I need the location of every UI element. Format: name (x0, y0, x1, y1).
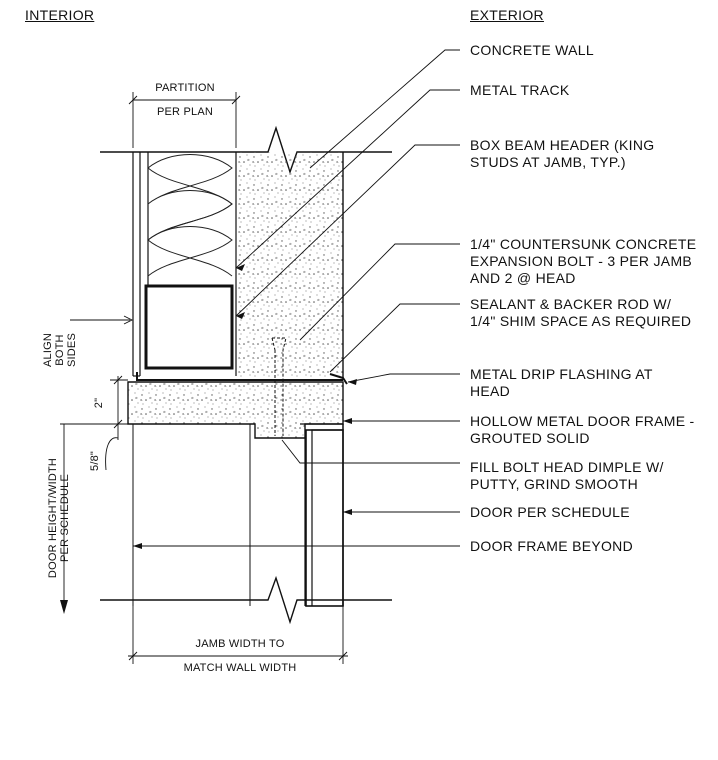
partition (132, 152, 237, 377)
exterior-label: EXTERIOR (470, 7, 544, 23)
metal-track (136, 372, 348, 385)
expansion-bolt (271, 337, 287, 436)
dim-align (70, 315, 134, 325)
dim-align-label: ALIGN BOTH SIDES (42, 333, 78, 368)
dim-door-height-label: DOOR HEIGHT/WIDTH PER SCHEDULE (47, 457, 71, 579)
dim-partition (128, 92, 241, 148)
note-concrete-wall: CONCRETE WALL (470, 42, 594, 58)
dim-jamb-label-2: MATCH WALL WIDTH (183, 662, 297, 674)
dim-partition-label: PARTITION (155, 82, 215, 94)
batt-insulation (147, 154, 233, 277)
note-box-beam-header: BOX BEAM HEADER (KING STUDS AT JAMB, TYP… (470, 137, 655, 170)
note-metal-track: METAL TRACK (470, 82, 570, 98)
note-frame-beyond: DOOR FRAME BEYOND (470, 538, 634, 554)
dim-jamb (128, 606, 348, 664)
note-door-frame: HOLLOW METAL DOOR FRAME - GROUTED SOLID (470, 413, 695, 446)
leader-lines (133, 49, 460, 547)
dim-two-inch-label: 2" (93, 397, 105, 409)
note-door: DOOR PER SCHEDULE (470, 504, 630, 520)
door-frame-head (127, 381, 344, 607)
dim-partition-label-2: PER PLAN (156, 106, 213, 118)
note-expansion-bolt: 1/4" COUNTERSUNK CONCRETE EXPANSION BOLT… (470, 236, 697, 286)
leader-arrowheads (133, 264, 357, 549)
note-drip-flashing: METAL DRIP FLASHING AT HEAD (470, 366, 653, 399)
dim-jamb-label: JAMB WIDTH TO (195, 638, 285, 650)
interior-label: INTERIOR (25, 7, 95, 23)
dim-vertical-small (105, 375, 128, 471)
break-line-bottom (100, 575, 392, 625)
dim-door-height (60, 423, 128, 612)
note-fill-bolt: FILL BOLT HEAD DIMPLE W/ PUTTY, GRIND SM… (470, 459, 664, 492)
dim-five-eighths-label: 5/8" (89, 451, 101, 471)
door-frame-beyond (132, 424, 251, 606)
note-sealant: SEALANT & BACKER ROD W/ 1/4" SHIM SPACE … (470, 296, 692, 329)
box-beam-header (144, 284, 234, 370)
dim-door-height-arrow (60, 600, 68, 614)
